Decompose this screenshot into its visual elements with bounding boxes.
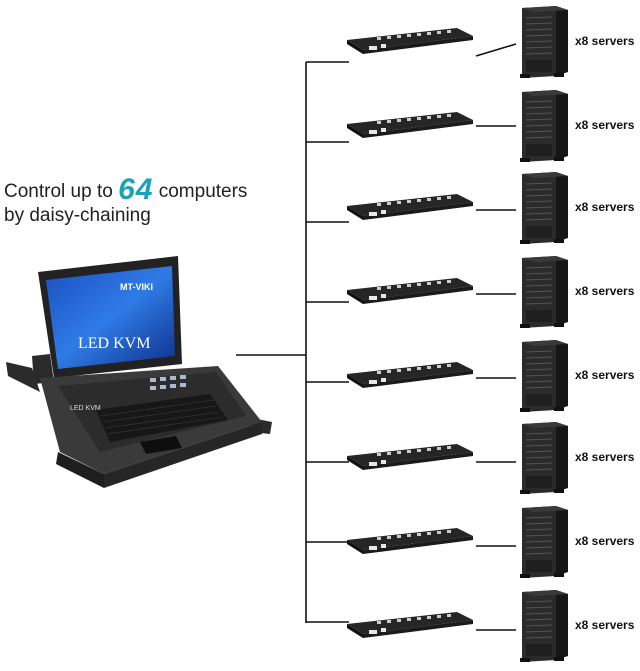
server-tower-7 <box>520 506 568 578</box>
front-rail-right <box>104 422 262 488</box>
server-count-label: x8 servers <box>575 450 635 464</box>
monitor-screen <box>46 266 175 369</box>
server-count-label: x8 servers <box>575 534 635 548</box>
kvm-row-3: x8 servers <box>0 172 640 244</box>
server-count-label: x8 servers <box>575 368 635 382</box>
keyboard-keys <box>99 399 224 435</box>
kvm-switch-1 <box>347 28 473 54</box>
kvm-row-4: x8 servers <box>0 256 640 328</box>
headline-prefix: Control up to <box>4 181 113 202</box>
headline-suffix: computers <box>158 181 248 202</box>
kvm-switch-4 <box>347 278 473 304</box>
rack-ear-left <box>6 362 40 392</box>
kvm-row-8: x8 servers <box>0 590 640 662</box>
control-buttons <box>150 375 186 390</box>
kvm-switch-6 <box>347 444 473 470</box>
server-tower-1 <box>520 6 568 78</box>
touchpad <box>140 436 182 454</box>
kvm-switch-5 <box>347 362 473 388</box>
headline-count: 64 <box>118 173 154 206</box>
monitor-brand: MT-VIKI <box>120 282 153 292</box>
server-count-label: x8 servers <box>575 34 635 48</box>
side-block <box>32 354 54 384</box>
lcd-kvm-console: MT-VIKI LED KVM LED KVM <box>6 256 272 488</box>
kvm-row-1: x8 servers <box>0 6 640 78</box>
server-tower-5 <box>520 340 568 412</box>
kvm-switch-7 <box>347 528 473 554</box>
tray-label: LED KVM <box>70 405 101 412</box>
server-count-label: x8 servers <box>575 118 635 132</box>
server-tower-2 <box>520 90 568 162</box>
server-link-1 <box>475 43 517 57</box>
headline: Control up to 64 computers by daisy-chai… <box>4 175 294 228</box>
server-tower-6 <box>520 422 568 494</box>
kvm-row-5: x8 servers <box>0 340 640 412</box>
monitor-screen-title: LED KVM <box>78 335 150 352</box>
server-tower-8 <box>520 590 568 662</box>
connection-lines <box>236 43 517 631</box>
server-count-label: x8 servers <box>575 284 635 298</box>
kvm-row-6: x8 servers <box>0 422 640 494</box>
kvm-switch-2 <box>347 112 473 138</box>
server-tower-3 <box>520 172 568 244</box>
kvm-row-2: x8 servers <box>0 90 640 162</box>
kvm-switch-3 <box>347 194 473 220</box>
front-rail <box>56 452 104 488</box>
server-count-label: x8 servers <box>575 200 635 214</box>
kvm-switch-8 <box>347 612 473 638</box>
keyboard <box>96 394 228 442</box>
server-tower-4 <box>520 256 568 328</box>
headline-line2: by daisy-chaining <box>4 205 151 226</box>
kvm-row-7: x8 servers <box>0 506 640 578</box>
server-count-label: x8 servers <box>575 618 635 632</box>
